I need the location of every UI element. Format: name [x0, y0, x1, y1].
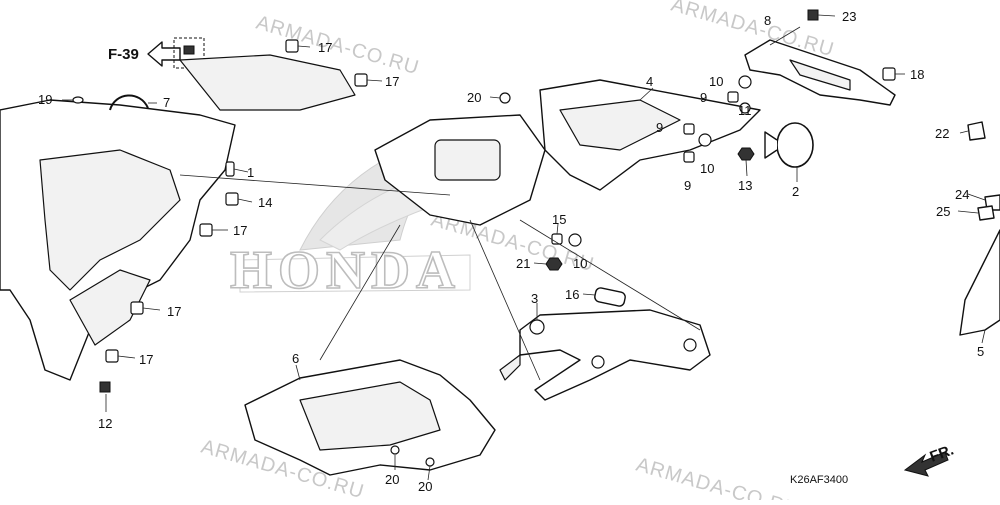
callout-22: 22: [935, 126, 949, 141]
callout-24: 24: [955, 187, 969, 202]
callout-10: 10: [709, 74, 723, 89]
part-4-panel: [539, 79, 761, 191]
callout-17: 17: [385, 74, 399, 89]
callout-6: 6: [292, 351, 299, 366]
part-7-clip: [109, 94, 149, 111]
callout-17: 17: [318, 40, 332, 55]
part-2-reflector: [764, 122, 814, 168]
callout-18: 18: [910, 67, 924, 82]
callout-13: 13: [738, 178, 752, 193]
drawing-code: K26AF3400: [790, 474, 848, 486]
callout-14: 14: [258, 195, 272, 210]
watermark: ARMADA-CO.RU: [634, 454, 802, 500]
callout-8: 8: [764, 13, 771, 28]
callout-20: 20: [385, 472, 399, 487]
callout-23: 23: [842, 9, 856, 24]
callout-9: 9: [700, 90, 707, 105]
callout-1: 1: [247, 165, 254, 180]
front-direction-label: FR.: [928, 442, 957, 466]
callout-3: 3: [531, 291, 538, 306]
part-3-subframe: [499, 309, 711, 401]
reference-label: F-39: [108, 46, 139, 63]
inner-fender-left: [0, 54, 356, 381]
honda-wordmark: HONDA: [230, 240, 461, 300]
callout-19: 19: [38, 92, 52, 107]
callout-15: 15: [552, 212, 566, 227]
callout-10: 10: [700, 161, 714, 176]
right-clips: [967, 121, 1000, 221]
callout-16: 16: [565, 287, 579, 302]
callout-5: 5: [977, 344, 984, 359]
callout-11: 11: [738, 103, 752, 118]
callout-21: 21: [516, 256, 530, 271]
callout-12: 12: [98, 416, 112, 431]
callout-10: 10: [573, 256, 587, 271]
front-direction-arrow: [903, 451, 949, 477]
callout-17: 17: [139, 352, 153, 367]
part-8-bracket: [744, 39, 896, 106]
callout-20: 20: [418, 479, 432, 494]
part-16-plate: [594, 287, 626, 307]
reference-arrow: [147, 37, 205, 69]
callout-9: 9: [656, 120, 663, 135]
callout-20: 20: [467, 90, 481, 105]
callout-25: 25: [936, 204, 950, 219]
callout-17: 17: [167, 304, 181, 319]
callout-4: 4: [646, 74, 653, 89]
part-6-lower-cover: [244, 359, 496, 476]
leader-lines: [62, 14, 986, 481]
part-5-side-piece: [959, 229, 1000, 336]
callout-17: 17: [233, 223, 247, 238]
callout-2: 2: [792, 184, 799, 199]
callout-7: 7: [163, 95, 170, 110]
callout-numbers: 1 2 3 4 5 6 7 8 9 9 9 10 10 10 11 12 13 …: [38, 9, 984, 494]
callout-9: 9: [684, 178, 691, 193]
